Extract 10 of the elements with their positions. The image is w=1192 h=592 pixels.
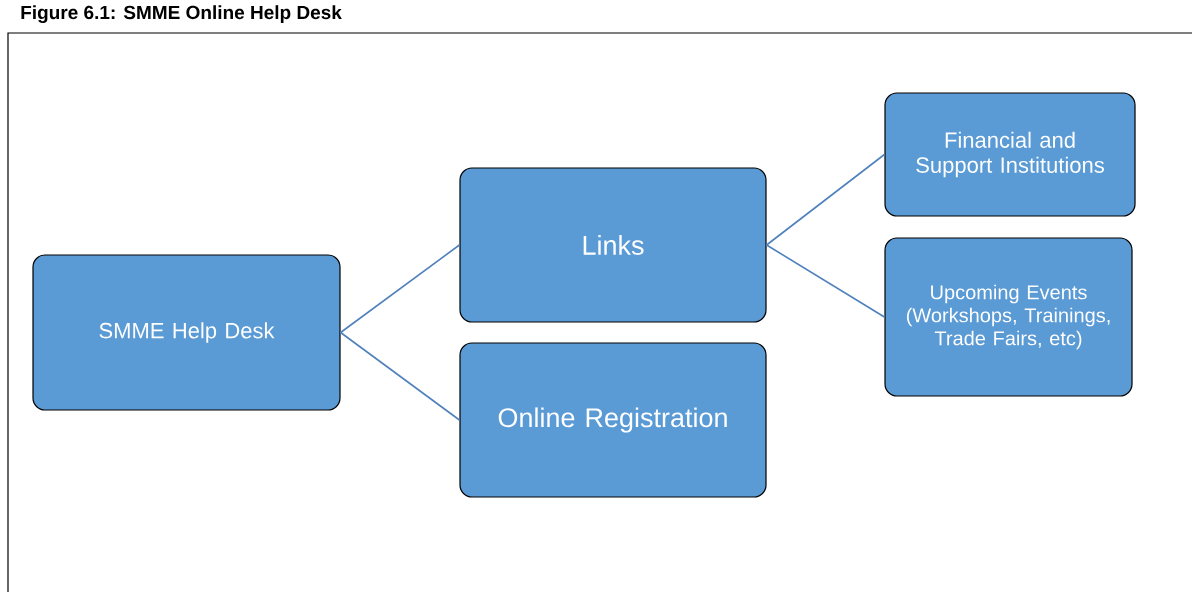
process-box: Online Registration	[459, 342, 767, 498]
figure-title: Figure 6.1: SMME Online Help Desk	[21, 5, 342, 23]
connector-line	[339, 331, 461, 421]
connector-line	[765, 244, 886, 318]
process-box: Upcoming Events (Workshops, Trainings, Trade Fairs, etc)	[884, 237, 1133, 397]
process-box: Links	[459, 167, 767, 323]
process-box: SMME Help Desk	[32, 254, 341, 411]
connector-line	[765, 153, 886, 246]
process-box: Financial and Support Institutions	[884, 92, 1136, 217]
connector-line	[339, 244, 461, 334]
